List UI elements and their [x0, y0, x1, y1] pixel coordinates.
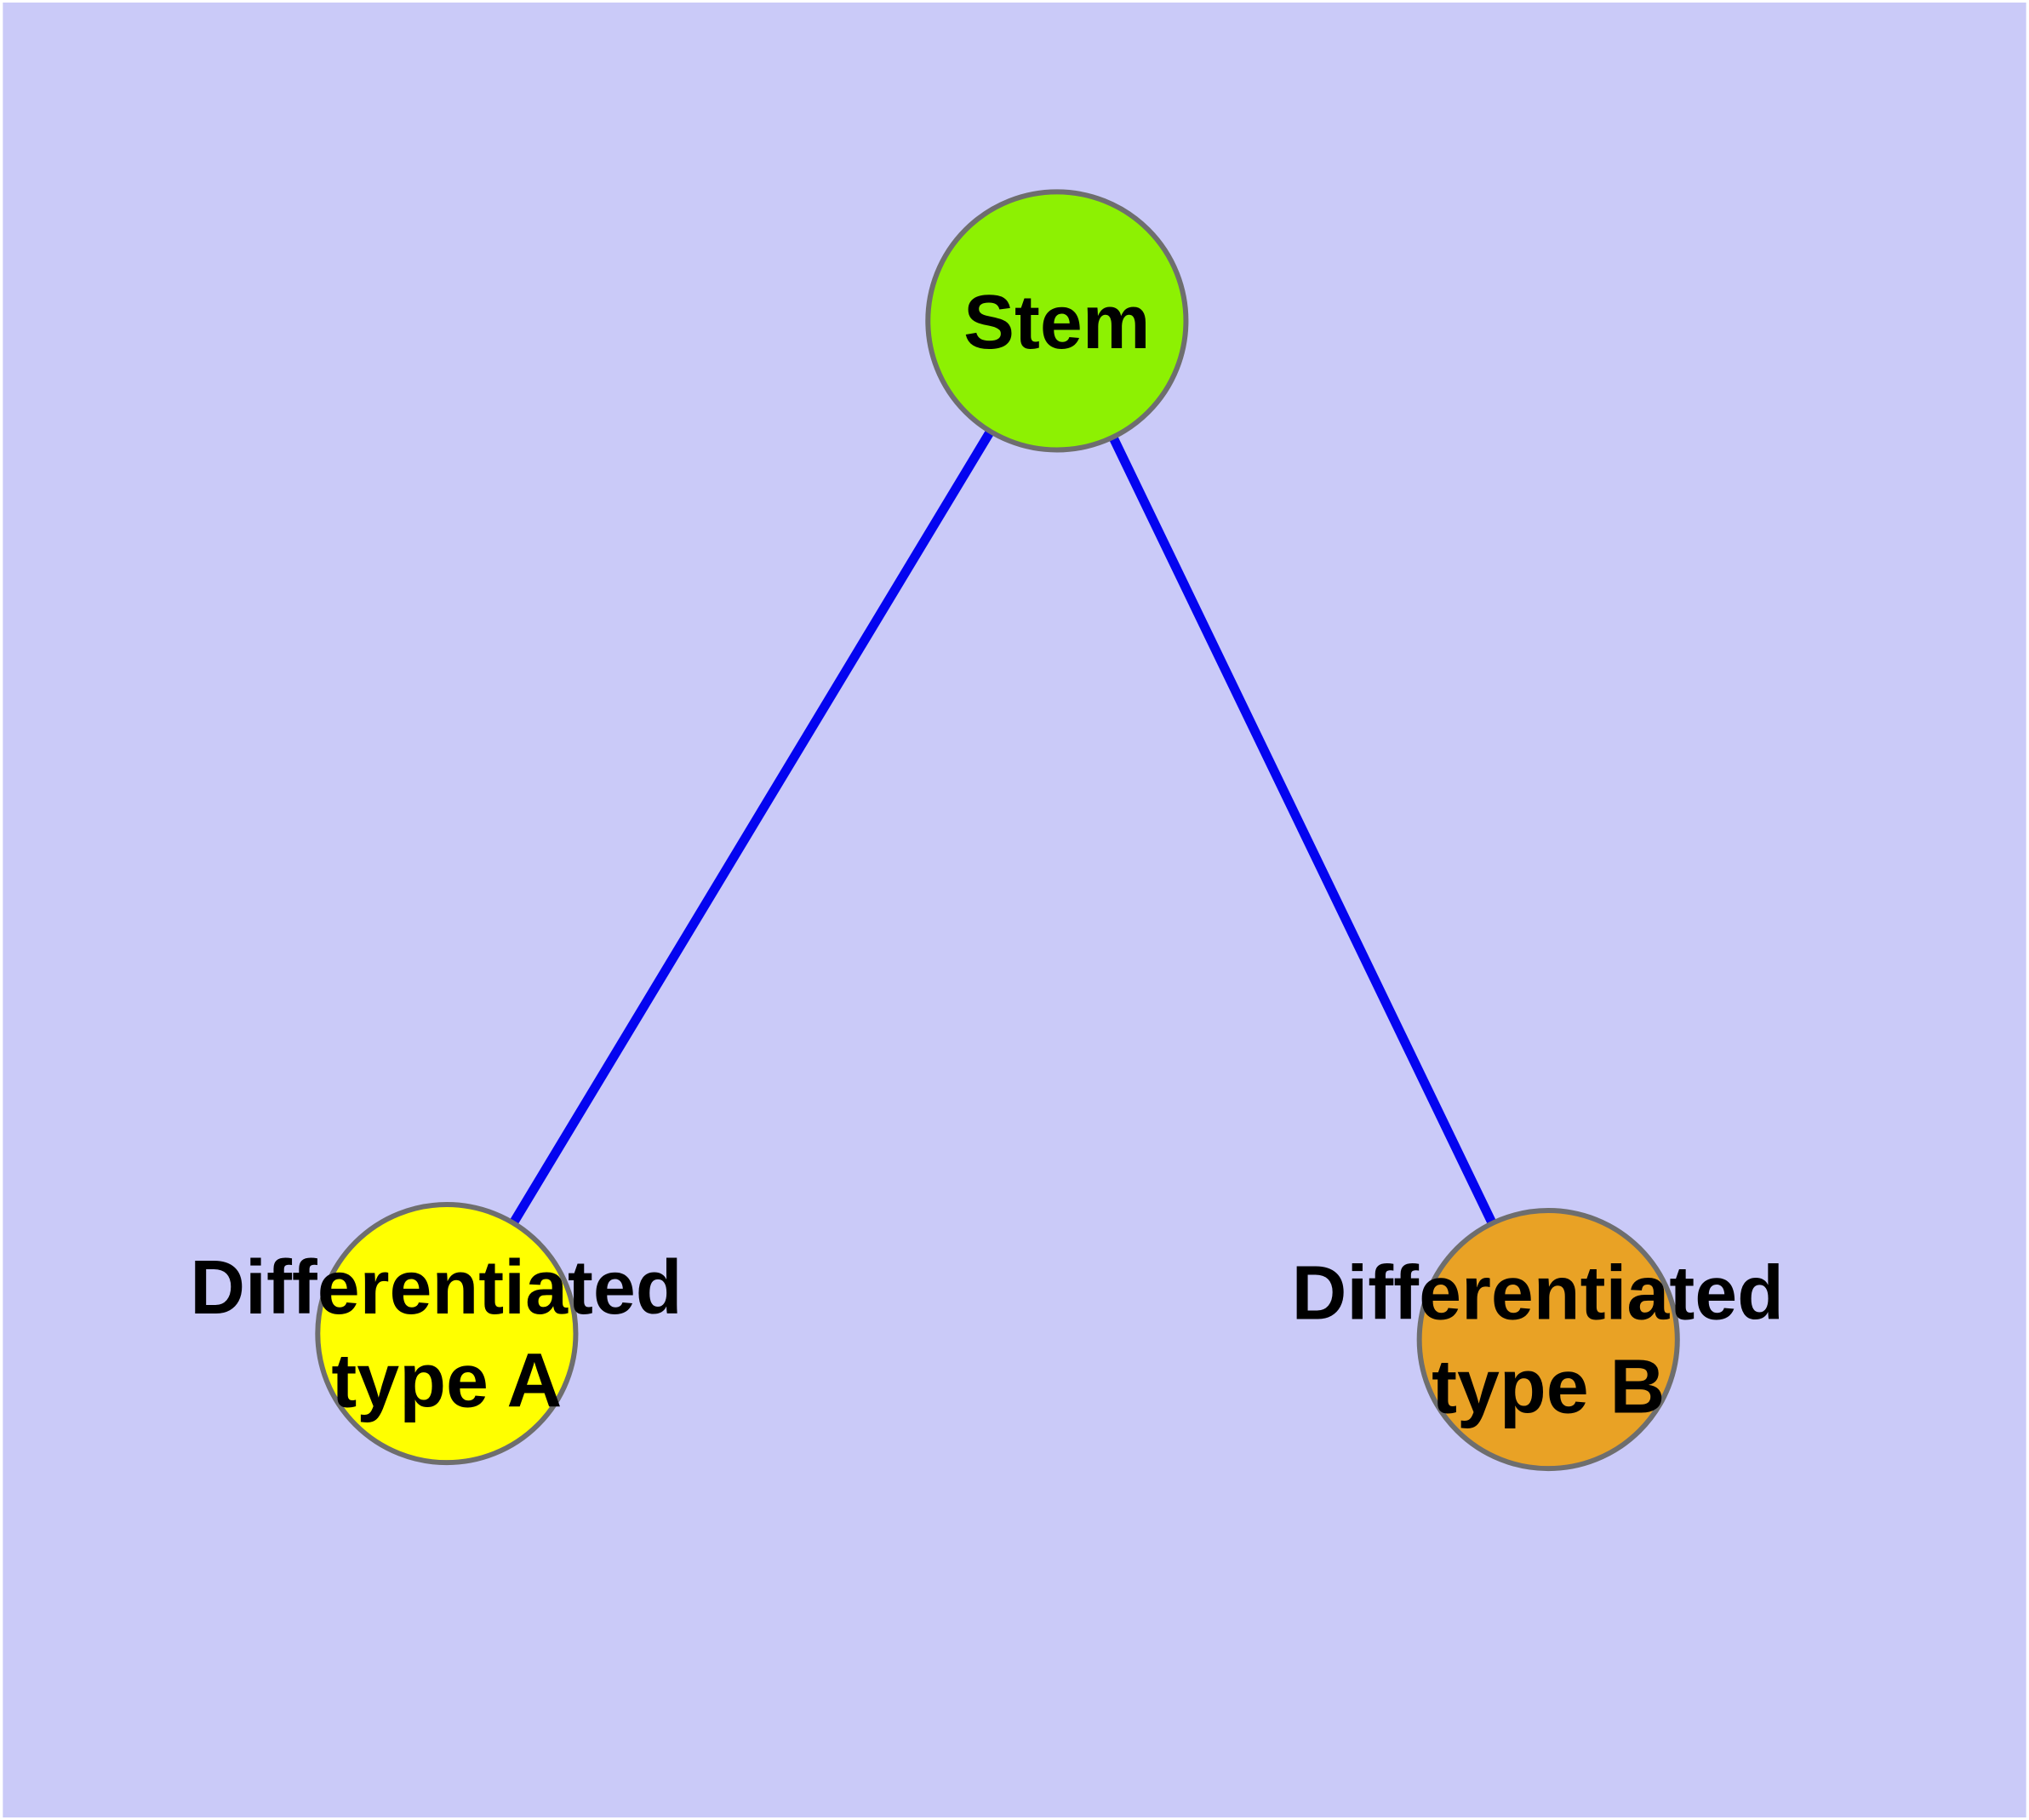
node-differentiated-type-a-label-line2: type A — [331, 1338, 562, 1423]
node-differentiated-type-b-label-line1: Differentiated — [1292, 1251, 1784, 1336]
node-differentiated-type-b: Differentiated type B — [1292, 1208, 1805, 1472]
edge-stem-to-type-b — [1052, 318, 1553, 1342]
node-differentiated-type-b-label-line2: type B — [1432, 1344, 1665, 1429]
node-stem-circle — [925, 189, 1189, 453]
node-differentiated-type-b-circle — [1416, 1208, 1680, 1472]
node-stem-label: Stem — [963, 280, 1150, 365]
node-stem: Stem — [925, 189, 1189, 453]
edge-stem-to-type-a — [443, 318, 1061, 1336]
node-differentiated-type-a: Differentiated type A — [190, 1202, 703, 1466]
node-differentiated-type-a-circle — [315, 1202, 579, 1466]
node-differentiated-type-b-label: Differentiated type B — [1292, 1251, 1805, 1430]
node-differentiated-type-a-label: Differentiated type A — [190, 1245, 703, 1424]
node-differentiated-type-a-label-line1: Differentiated — [190, 1245, 682, 1331]
